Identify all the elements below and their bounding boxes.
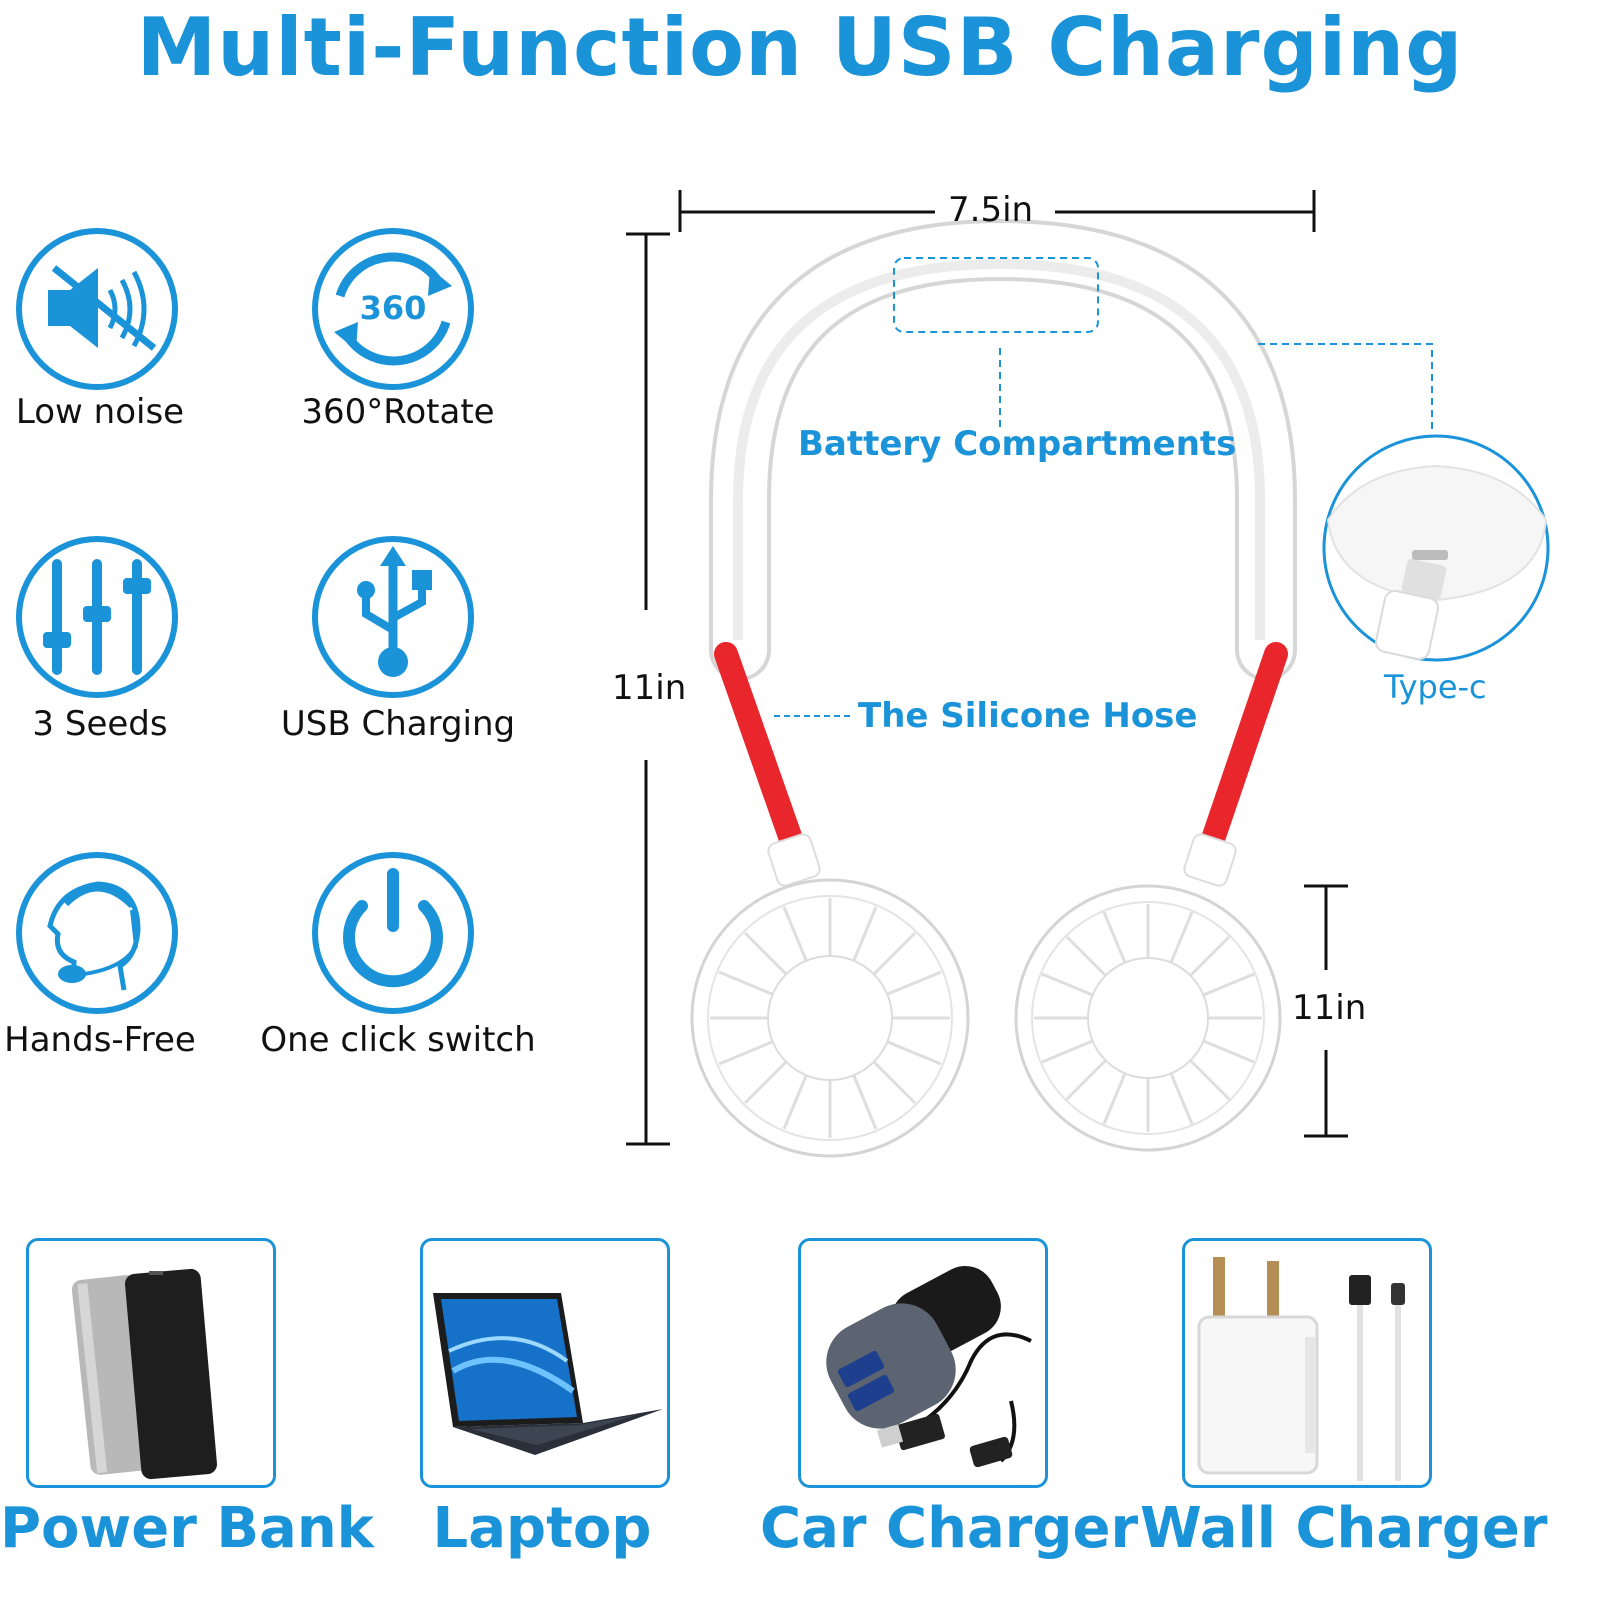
headset-person-icon (14, 850, 180, 1016)
power-bank-icon (71, 1268, 217, 1480)
power-bank-box (26, 1238, 276, 1488)
feature-label-speeds: 3 Seeds (32, 704, 168, 744)
sliders-icon (14, 534, 180, 700)
car-charger-box (798, 1238, 1048, 1488)
laptop-box (420, 1238, 670, 1488)
width-dimension-label: 7.5in (948, 190, 1034, 230)
feature-label-low-noise: Low noise (15, 392, 185, 432)
source-label-laptop: Laptop (432, 1496, 652, 1561)
feature-label-rotate: 360°Rotate (301, 392, 495, 432)
battery-compartments-label: Battery Compartments (798, 424, 1237, 464)
svg-text:360: 360 (360, 289, 427, 327)
neck-fan-illustration (600, 170, 1580, 1180)
source-label-wall-charger: Wall Charger (1140, 1496, 1548, 1561)
feature-label-power: One click switch (260, 1020, 536, 1060)
fan-dimension-label: 11in (1292, 988, 1367, 1028)
source-label-car-charger: Car Charger (760, 1496, 1139, 1561)
car-charger-icon (826, 1265, 1032, 1468)
mute-speaker-icon (14, 226, 180, 392)
laptop-icon (433, 1293, 663, 1455)
wall-charger-icon (1197, 1257, 1405, 1481)
usb-icon (310, 534, 476, 700)
source-label-power-bank: Power Bank (0, 1496, 374, 1561)
left-fan-head (690, 878, 970, 1158)
wall-charger-box (1182, 1238, 1432, 1488)
type-c-label: Type-c (1384, 668, 1487, 706)
right-fan-head (1014, 884, 1282, 1152)
rotate-360-icon: 360 (310, 226, 476, 392)
feature-label-usb-charging: USB Charging (280, 704, 516, 744)
feature-label-hands-free: Hands-Free (4, 1020, 196, 1060)
height-dimension-label: 11in (612, 668, 687, 708)
power-icon (310, 850, 476, 1016)
silicone-hose-label: The Silicone Hose (858, 696, 1198, 736)
page-title: Multi-Function USB Charging (136, 1, 1464, 94)
